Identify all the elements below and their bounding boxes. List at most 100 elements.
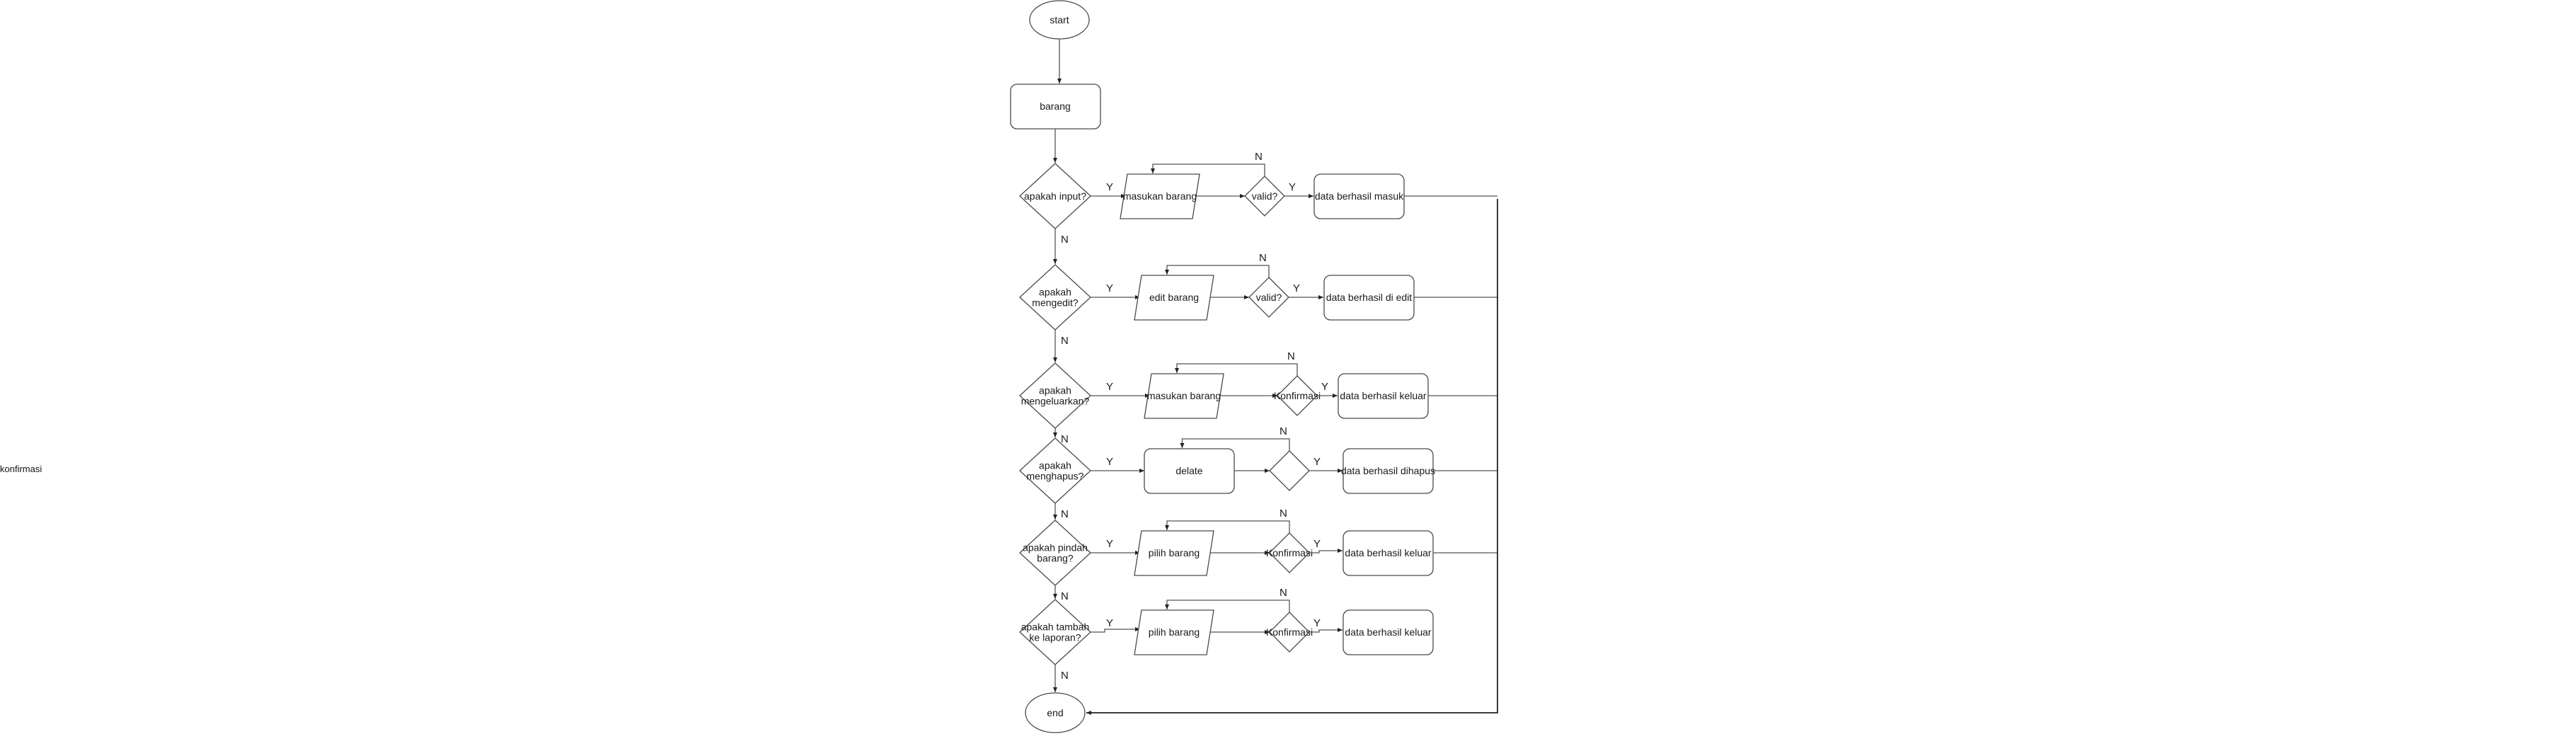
- decision-label: apakah pindah: [1023, 542, 1088, 554]
- edge-label-no: N: [1255, 151, 1263, 163]
- action-2[interactable]: edit barang: [1134, 275, 1214, 321]
- check-label: valid?: [1256, 292, 1282, 303]
- result-label: data berhasil keluar: [1340, 390, 1427, 401]
- decision-label: ke laporan?: [1029, 632, 1081, 643]
- decision-label: mengedit?: [1032, 297, 1079, 309]
- decision-label: barang?: [1037, 553, 1074, 564]
- result-5[interactable]: data berhasil keluar: [1342, 530, 1434, 576]
- edge-label-yes: Y: [1313, 538, 1321, 550]
- edge-label-no: N: [1280, 587, 1287, 599]
- result-3[interactable]: data berhasil keluar: [1338, 373, 1429, 419]
- check-label: valid?: [1252, 190, 1278, 202]
- edge-label-yes: Y: [1293, 282, 1300, 294]
- end-terminal[interactable]: end: [1025, 692, 1086, 733]
- decision-1[interactable]: apakah input?: [1019, 163, 1091, 229]
- decision-label: apakah: [1039, 385, 1071, 396]
- check-2[interactable]: valid?: [1248, 277, 1289, 318]
- check-3[interactable]: Konfirmasi: [1274, 375, 1321, 416]
- edge-label-yes: Y: [1106, 456, 1113, 468]
- barang-label: barang: [1040, 101, 1071, 112]
- edge-label-no: N: [1280, 508, 1287, 520]
- edge-no-loop: [1180, 438, 1290, 451]
- edge-no-loop: [1165, 265, 1270, 277]
- edge-yes-to-result: [1309, 549, 1342, 554]
- edge-label-no: N: [1061, 508, 1069, 520]
- result-6[interactable]: data berhasil keluar: [1342, 609, 1434, 655]
- result-2[interactable]: data berhasil di edit: [1323, 275, 1415, 321]
- edge-no-loop: [1175, 363, 1298, 376]
- action-6[interactable]: pilih barang: [1134, 609, 1214, 655]
- result-label: data berhasil di edit: [1326, 292, 1413, 303]
- action-5[interactable]: pilih barang: [1134, 530, 1214, 576]
- result-label: data berhasil dihapus: [1341, 465, 1435, 476]
- edge-collector-to-end: [1086, 199, 1498, 715]
- action-label: edit barang: [1149, 292, 1199, 303]
- edge-label-yes: Y: [1313, 456, 1321, 468]
- decision-label: apakah: [1039, 460, 1071, 471]
- edge-label-yes: Y: [1106, 282, 1113, 294]
- edge-label-yes: Y: [1106, 181, 1113, 193]
- result-label: data berhasil masuk: [1315, 190, 1404, 202]
- edge-label-no: N: [1259, 252, 1267, 264]
- edge-label-no: N: [1280, 425, 1287, 437]
- action-label: delate: [1175, 465, 1202, 476]
- decision-label: apakah input?: [1024, 190, 1086, 202]
- check-4[interactable]: [1269, 450, 1310, 491]
- edge-label-no: N: [1061, 433, 1069, 445]
- action-4[interactable]: delate: [1144, 448, 1235, 494]
- edge-label-yes: Y: [1106, 617, 1113, 629]
- end-label: end: [1047, 707, 1063, 718]
- decision-label: menghapus?: [1027, 471, 1084, 482]
- edge-label-no: N: [1061, 670, 1069, 682]
- edge-label-yes: Y: [1313, 617, 1321, 629]
- decision-label: apakah tambah: [1021, 621, 1090, 633]
- check-label: Konfirmasi: [1266, 547, 1313, 558]
- edge-label-yes: Y: [1289, 181, 1296, 193]
- check-label: Konfirmasi: [1266, 626, 1313, 638]
- action-1[interactable]: masukan barang: [1120, 173, 1200, 219]
- check-6[interactable]: Konfirmasi: [1266, 612, 1313, 653]
- barang-process[interactable]: barang: [1010, 84, 1101, 130]
- result-label: data berhasil keluar: [1345, 547, 1432, 558]
- edge-label-no: N: [1287, 350, 1295, 362]
- result-label: data berhasil keluar: [1345, 626, 1432, 638]
- edge-no-loop: [1165, 600, 1290, 612]
- edge-label-no: N: [1061, 590, 1069, 602]
- action-label: masukan barang: [1147, 390, 1221, 401]
- check-5[interactable]: Konfirmasi: [1266, 532, 1313, 573]
- decision-label: mengeluarkan?: [1021, 396, 1090, 407]
- edge-no-loop: [1165, 520, 1290, 533]
- edge-no-loop: [1151, 164, 1265, 176]
- start-label: start: [1050, 14, 1069, 25]
- edge-label-no: N: [1061, 335, 1069, 347]
- result-4[interactable]: data berhasil dihapus: [1341, 448, 1435, 494]
- action-3[interactable]: masukan barang: [1144, 373, 1224, 419]
- decision-label: apakah: [1039, 287, 1071, 298]
- result-1[interactable]: data berhasil masuk: [1313, 173, 1405, 219]
- start-terminal[interactable]: start: [1029, 0, 1090, 40]
- edge-label-yes: Y: [1106, 538, 1113, 550]
- stray-konfirmasi-label: konfirmasi: [0, 464, 42, 474]
- action-label: masukan barang: [1123, 190, 1197, 202]
- action-label: pilih barang: [1149, 547, 1200, 558]
- edge-yes-to-action: [1091, 627, 1140, 633]
- action-label: pilih barang: [1149, 626, 1200, 638]
- edge-label-yes: Y: [1106, 381, 1113, 393]
- check-1[interactable]: valid?: [1244, 176, 1285, 217]
- check-label: Konfirmasi: [1274, 390, 1321, 401]
- edge-label-yes: Y: [1321, 381, 1328, 393]
- edge-label-no: N: [1061, 234, 1069, 246]
- edge-yes-to-result: [1309, 628, 1342, 633]
